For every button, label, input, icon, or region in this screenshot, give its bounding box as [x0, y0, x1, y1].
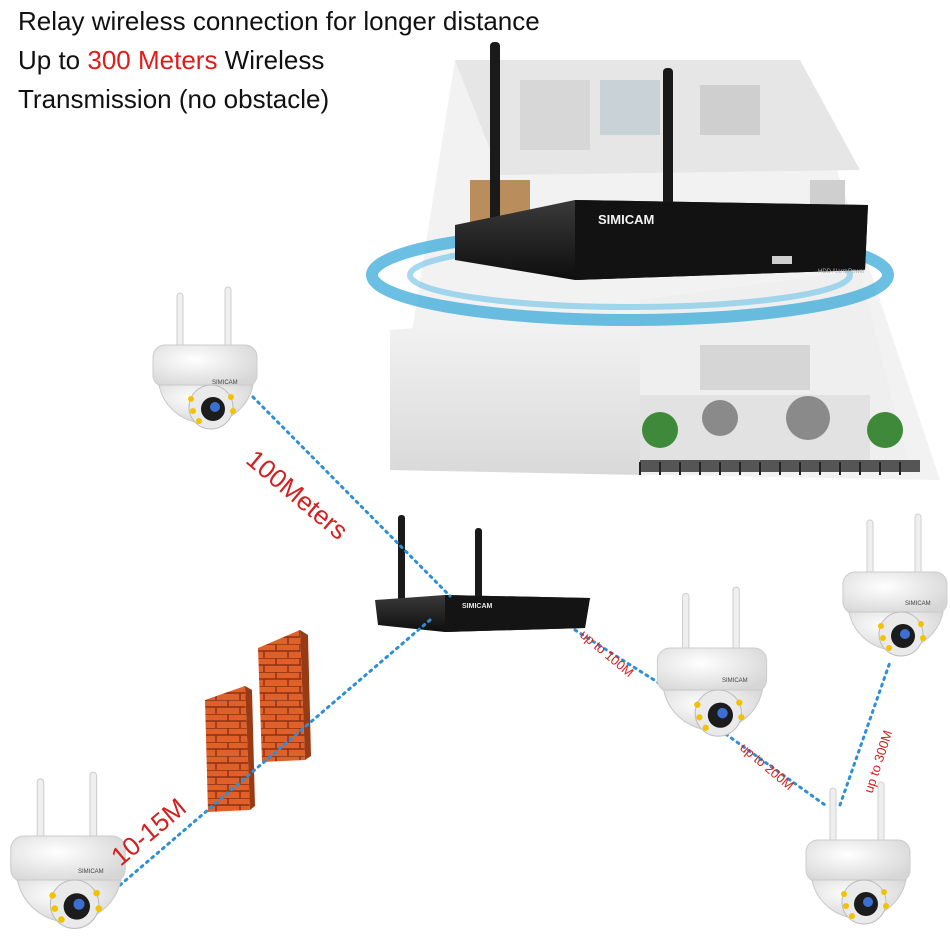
camera-relay-1	[656, 586, 768, 737]
link-cam4-cam5	[838, 660, 892, 807]
camera-brand-mark: SIMICAM	[212, 380, 238, 386]
camera-brand-mark: SIMICAM	[905, 601, 931, 607]
nvr-brand-large: SIMICAM	[598, 212, 654, 227]
nvr-led-alarm: Alarm	[832, 269, 848, 275]
headline-prefix: Up to	[18, 45, 88, 75]
camera-top-left	[152, 286, 258, 430]
headline-line-2: Up to 300 Meters Wireless	[18, 45, 324, 75]
nvr-led-hdd: HDD	[818, 269, 832, 275]
headline-highlight: 300 Meters	[87, 45, 218, 75]
camera-brand-mark: SIMICAM	[78, 869, 104, 875]
camera-brand-mark: SIMICAM	[722, 678, 748, 684]
link-relay-cam3	[573, 628, 672, 692]
headline-line-1: Relay wireless connection for longer dis…	[18, 6, 540, 36]
relay-nvr: SIMICAM	[375, 515, 590, 632]
brick-walls	[205, 630, 311, 812]
link-cam2-relay	[110, 618, 432, 894]
relay-nvr-brand: SIMICAM	[462, 603, 493, 610]
main-nvr: SIMICAM HDD Alarm Power	[455, 42, 868, 280]
camera-relay-3	[842, 513, 948, 657]
wireless-links	[110, 390, 892, 894]
link-cam1-relay	[246, 390, 452, 598]
link-cam3-cam4	[718, 728, 827, 807]
headline-suffix: Wireless	[217, 45, 325, 75]
headline-line-3: Transmission (no obstacle)	[18, 84, 330, 114]
nvr-led-power: Power	[848, 269, 865, 275]
